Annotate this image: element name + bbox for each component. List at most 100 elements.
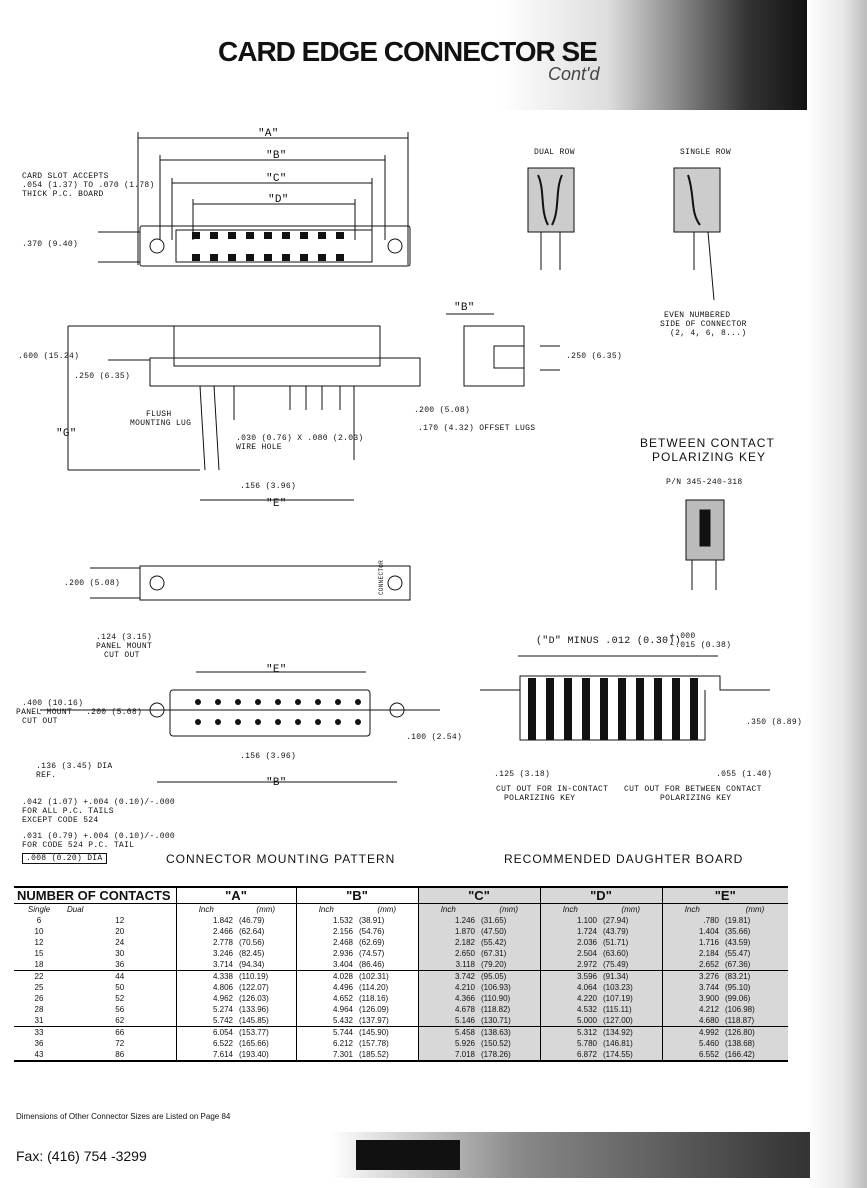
value-cell: (27.94) xyxy=(600,915,663,926)
daughter-board-drawing xyxy=(480,655,770,741)
dual-count-cell: 62 xyxy=(64,1015,177,1027)
value-cell: (145.85) xyxy=(236,1015,297,1027)
value-cell: (126.09) xyxy=(356,1004,419,1015)
mounting-caption: CONNECTOR MOUNTING PATTERN xyxy=(166,852,396,866)
value-cell: 3.246 xyxy=(212,949,233,958)
value-cell: 7.018 xyxy=(418,1049,478,1061)
single-count-cell: 28 xyxy=(34,1005,44,1014)
subhead-inch: Inch xyxy=(418,903,478,915)
value-cell: (165.66) xyxy=(236,1038,297,1049)
bottom-connector-label: CONNECTOR xyxy=(378,559,386,596)
even-numbered-1: EVEN NUMBERED xyxy=(664,311,731,320)
mount-e-label: "E" xyxy=(266,664,287,676)
value-cell: (67.36) xyxy=(722,959,788,971)
key-title-1: BETWEEN CONTACT xyxy=(640,436,775,450)
dia-1: .136 (3.45) DIA xyxy=(36,762,113,771)
value-cell: (94.34) xyxy=(236,959,297,971)
card-slot-note-1: CARD SLOT ACCEPTS xyxy=(22,172,109,181)
daughter-d-1: ("D" MINUS .012 (0.30)) xyxy=(536,636,681,647)
single-count-cell: 25 xyxy=(34,983,44,992)
dual-count-cell: 24 xyxy=(64,937,177,948)
value-cell: (102.31) xyxy=(356,970,419,982)
header-gradient xyxy=(500,0,810,110)
header-a: "A" xyxy=(176,887,297,904)
daughter-c125: .125 (3.18) xyxy=(494,770,551,779)
subhead-inch: Inch xyxy=(662,903,722,915)
value-cell: (95.10) xyxy=(722,982,788,993)
dim-b-label: "B" xyxy=(266,150,287,162)
card-slot-note-3: THICK P.C. BOARD xyxy=(22,190,104,199)
value-cell: 5.926 xyxy=(418,1038,478,1049)
subhead-mm: (mm) xyxy=(356,903,419,915)
value-cell: (118.87) xyxy=(722,1015,788,1027)
header-d: "D" xyxy=(540,887,663,904)
dia-2: REF. xyxy=(36,771,57,780)
single-count-cell: 31 xyxy=(34,1016,44,1025)
value-cell: 5.742 xyxy=(212,1016,233,1025)
value-cell: 1.100 xyxy=(540,915,600,926)
value-cell: 7.301 xyxy=(332,1050,353,1059)
value-cell: 7.614 xyxy=(212,1050,233,1059)
dual-count-cell: 56 xyxy=(64,1004,177,1015)
even-numbered-2: SIDE OF CONNECTOR xyxy=(660,320,747,329)
end-view-drawing xyxy=(446,313,560,387)
cut2-1: CUT OUT FOR BETWEEN CONTACT xyxy=(624,785,762,794)
cut1-2: POLARIZING KEY xyxy=(504,794,576,803)
side-view-drawing xyxy=(67,325,421,501)
value-cell: (110.19) xyxy=(236,970,297,982)
end-b-label: "B" xyxy=(454,302,475,314)
value-cell: (118.82) xyxy=(478,1004,541,1015)
value-cell: (185.52) xyxy=(356,1049,419,1061)
dual-count-cell: 86 xyxy=(64,1049,177,1061)
value-cell: 3.404 xyxy=(332,960,353,969)
cutout-3: CUT OUT xyxy=(104,651,140,660)
w200-label: .200 (5.08) xyxy=(414,406,471,415)
single-count-cell: 22 xyxy=(14,970,64,982)
value-cell: (82.45) xyxy=(236,948,297,959)
value-cell: 2.972 xyxy=(540,959,600,971)
polarizing-key-drawing xyxy=(685,499,725,590)
single-count-cell: 6 xyxy=(36,916,42,925)
value-cell: 4.532 xyxy=(540,1004,600,1015)
dim-c-label: "C" xyxy=(266,173,287,185)
value-cell: 2.652 xyxy=(662,959,722,971)
value-cell: (137.97) xyxy=(356,1015,419,1027)
value-cell: 6.054 xyxy=(176,1026,236,1038)
value-cell: 6.212 xyxy=(332,1039,353,1048)
value-cell: 6.522 xyxy=(212,1039,233,1048)
daughter-d-2: +.000 xyxy=(670,632,696,641)
dimensions-table: NUMBER OF CONTACTS "A" "B" "C" "D" "E" S… xyxy=(14,886,788,1062)
dual-count-cell: 12 xyxy=(64,915,177,926)
e-label-side: "E" xyxy=(266,498,287,510)
value-cell: 1.532 xyxy=(332,916,353,925)
note2-2: FOR CODE 524 P.C. TAIL xyxy=(22,841,135,850)
value-cell: 3.742 xyxy=(418,970,478,982)
value-cell: (54.76) xyxy=(356,926,419,937)
offset-lugs-label: .170 (4.32) OFFSET LUGS xyxy=(418,424,536,433)
single-row-label: SINGLE ROW xyxy=(680,148,732,157)
value-cell: 5.432 xyxy=(332,1016,353,1025)
value-cell: 4.210 xyxy=(418,982,478,993)
value-cell: (43.59) xyxy=(722,937,788,948)
note1-2: FOR ALL P.C. TAILS xyxy=(22,807,114,816)
mount-b-label: "B" xyxy=(266,777,287,789)
top-view-drawing xyxy=(98,132,411,267)
value-cell: (70.56) xyxy=(236,937,297,948)
single-count-cell: 33 xyxy=(14,1026,64,1038)
contact-pairs xyxy=(192,232,344,261)
value-cell: (75.49) xyxy=(600,959,663,971)
value-cell: 3.900 xyxy=(662,993,722,1004)
subhead-inch: Inch xyxy=(198,905,214,914)
dual-count-cell: 72 xyxy=(64,1038,177,1049)
scan-edge-shadow xyxy=(807,0,867,1188)
subhead-inch: Inch xyxy=(540,903,600,915)
note2-1: .031 (0.79) +.004 (0.10)/-.000 xyxy=(22,832,176,841)
value-cell: 1.246 xyxy=(418,915,478,926)
value-cell: 4.962 xyxy=(212,994,233,1003)
mount-h200: .200 (5.08) xyxy=(86,708,143,717)
dim-d-label: "D" xyxy=(268,194,289,206)
value-cell: 3.118 xyxy=(418,959,478,971)
